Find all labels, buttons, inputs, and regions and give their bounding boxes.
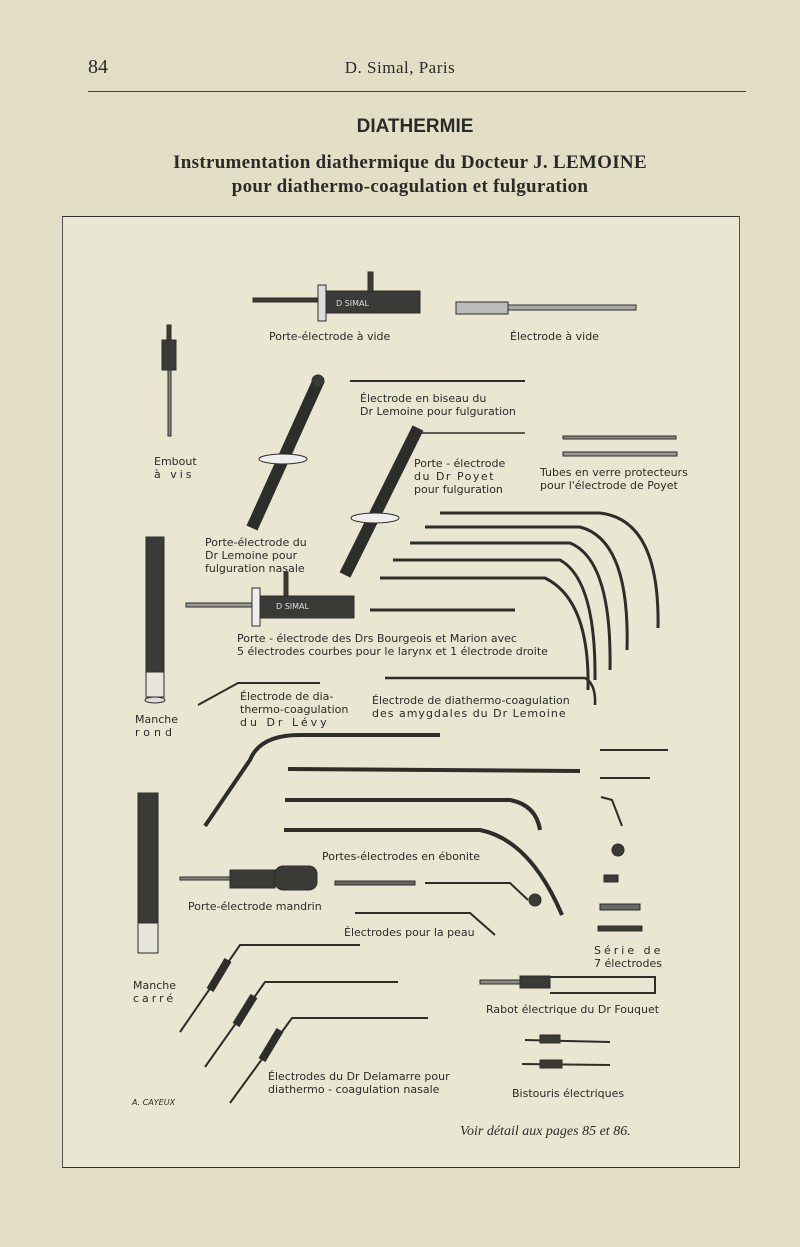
caption-line: Porte-électrode du [205, 536, 307, 549]
caption-bistouris: Bistouris électriques [512, 1087, 625, 1100]
caption-line: du Dr Lévy [240, 716, 330, 729]
larynx-electrodes-drawing [370, 511, 660, 691]
caption-bourgeois: Porte - électrode des Drs Bourgeois et M… [237, 632, 548, 658]
caption-line: des amygdales du Dr Lemoine [372, 707, 567, 720]
caption-line: Électrode de dia- [240, 690, 334, 703]
poyet-drawing [339, 425, 525, 578]
subtitle-line-1: Instrumentation diathermique du Docteur … [173, 152, 647, 173]
rabot-drawing [479, 975, 656, 994]
caption-rabot: Rabot électrique du Dr Fouquet [486, 1003, 660, 1016]
caption-line: pour fulguration [414, 483, 503, 496]
subtitle-line-2: pour diathermo-coagulation et fulguratio… [231, 176, 589, 197]
caption-line: Tubes en verre protecteurs [540, 466, 688, 479]
page-number: 84 [88, 56, 108, 78]
illustration-plate [62, 216, 740, 1168]
bourgeois-handle-drawing [185, 571, 355, 627]
caption-line: Dr Lemoine pour [205, 549, 298, 562]
running-title: D. Simal, Paris [344, 58, 456, 77]
caption-line: Porte - électrode des Drs Bourgeois et M… [237, 632, 517, 645]
caption-line: Dr Lemoine pour fulguration [360, 405, 516, 418]
caption-line: Manche [133, 979, 176, 992]
porte-electrode-vide-drawing [252, 271, 421, 322]
caption-peau: Électrodes pour la peau [344, 926, 475, 939]
caption-porte-electrode-vide: Porte-électrode à vide [269, 330, 391, 343]
section-title: DIATHERMIE [356, 116, 474, 137]
caption-line: 5 électrodes courbes pour le larynx et 1… [237, 645, 548, 658]
manche-carre-drawing [137, 792, 159, 954]
serie-electrodes-drawing [597, 749, 668, 932]
caption-line: diathermo - coagulation nasale [268, 1083, 440, 1096]
artist-signature: A. CAYEUX [132, 1098, 176, 1107]
electrode-vide-drawing [455, 301, 637, 315]
mandrin-drawing [179, 865, 318, 891]
caption-line: Électrode de diathermo-coagulation [372, 694, 570, 707]
caption-line: du Dr Poyet [414, 470, 496, 483]
delamarre-drawing [179, 944, 428, 1104]
engraved-brand-1: D SIMAL [336, 299, 370, 308]
manche-rond-drawing [144, 536, 166, 704]
caption-line: fulguration nasale [205, 562, 305, 575]
caption-line: à vis [154, 468, 195, 481]
caption-line: carré [133, 992, 177, 1005]
engraved-brand-2: D SIMAL [276, 602, 310, 611]
caption-electrode-vide: Électrode à vide [510, 330, 599, 343]
caption-line: pour l'électrode de Poyet [540, 479, 678, 492]
caption-line: Série de [594, 944, 664, 957]
embout-drawing [161, 324, 177, 437]
caption-line: rond [135, 726, 176, 739]
caption-line: Embout [154, 455, 197, 468]
lemoine-nasal-drawing [246, 374, 325, 531]
header-rule [88, 91, 746, 92]
caption-mandrin: Porte-électrode mandrin [188, 900, 322, 913]
caption-line: Électrode en biseau du [360, 392, 487, 405]
caption-line: Manche [135, 713, 178, 726]
caption-line: Électrodes du Dr Delamarre pour [268, 1070, 450, 1083]
caption-line: thermo-coagulation [240, 703, 349, 716]
caption-ebonite: Portes-électrodes en ébonite [322, 850, 481, 863]
footer-note: Voir détail aux pages 85 et 86. [460, 1124, 631, 1139]
caption-line: Porte - électrode [414, 457, 506, 470]
caption-line: 7 électrodes [594, 957, 662, 970]
